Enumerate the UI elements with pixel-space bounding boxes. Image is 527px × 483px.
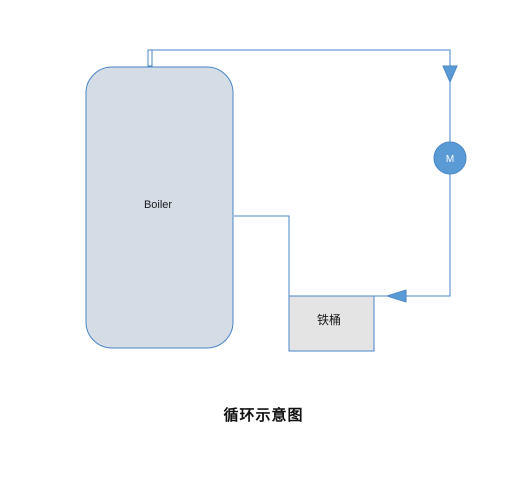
outlet-pipe <box>234 215 290 296</box>
triangle-down-icon <box>442 65 458 84</box>
boiler-label: Boiler <box>144 199 172 211</box>
boiler-vessel <box>85 66 234 349</box>
boiler-top-nozzle <box>147 49 153 67</box>
triangle-left-icon <box>385 289 407 303</box>
diagram-caption: 循环示意图 <box>223 406 304 424</box>
motor-label: M <box>446 154 454 165</box>
motor-circle-icon <box>433 141 467 175</box>
iron-tank <box>288 295 375 352</box>
tank-label: 铁桶 <box>317 312 341 327</box>
